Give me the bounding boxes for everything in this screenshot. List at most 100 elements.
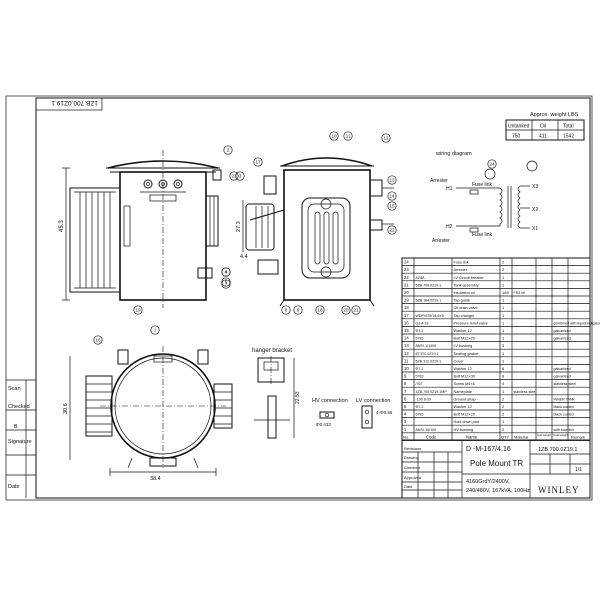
outer-border xyxy=(5,95,593,501)
bom-header-unit: Unit weight xyxy=(537,433,551,437)
bom-row-qty: 1 xyxy=(502,351,505,356)
balloon-label: 4 xyxy=(225,270,228,275)
strip-date: Date xyxy=(8,484,20,490)
bom-row-remark: INNER TANK xyxy=(554,397,576,401)
bom-row-name: Nameplate xyxy=(454,390,472,394)
bom-row-name: Insulation oil xyxy=(454,291,475,295)
bom-row-name: Washer 12 xyxy=(454,329,472,333)
balloon-circle xyxy=(281,305,291,315)
bom-row-no: 19 xyxy=(404,298,409,303)
wiring-fuse-2: Fuse link xyxy=(472,232,493,238)
wiring-h1: H1 xyxy=(446,186,453,192)
bom-row-name: HV bushing xyxy=(454,428,474,432)
balloon-circle xyxy=(387,175,397,185)
balloon-circle xyxy=(381,133,391,143)
bom-row-code: Φ7.2 xyxy=(416,405,424,409)
bom-row-name: Tap guide xyxy=(454,299,470,303)
dim-side-b: 4.4 xyxy=(240,254,248,260)
wiring-x2: X2 xyxy=(532,207,538,213)
weight-h-oil: Oil xyxy=(540,124,546,130)
bom-header-material: Material xyxy=(514,434,528,439)
balloon-label: 2 xyxy=(227,148,230,153)
drawing-number-box: 1ZB.700.0Z19.1 xyxy=(35,97,103,111)
dim-bracket: 22.53 xyxy=(295,391,301,404)
tb-sheet: 1/1 xyxy=(575,467,582,473)
front-view: 45.3 xyxy=(59,150,222,308)
bom-row-remark: galvanized xyxy=(554,375,571,379)
strip-signature: Signature xyxy=(8,439,32,445)
bom-row-no: 1 xyxy=(404,427,407,432)
balloon-label: 10 xyxy=(331,134,337,139)
drawing-number-rotated: 1ZB.700.0Z19.1 xyxy=(51,99,98,106)
balloon-circle xyxy=(387,191,397,201)
bom-row-remark: galvanized xyxy=(554,367,571,371)
tb-company: WINLEY xyxy=(538,485,580,495)
bom-row-code: 5783 xyxy=(416,375,424,379)
balloon-label: 6 xyxy=(225,270,228,275)
weight-v-total: 1542 xyxy=(563,134,574,140)
bom-row-qty: 1 xyxy=(502,275,505,280)
balloon-label: 20 xyxy=(343,308,349,313)
wiring-title: wiring diagram xyxy=(435,151,472,157)
bom-row-code: 5783 xyxy=(416,413,424,417)
tb-doc-number: 1ZB.700.0Z19.1 xyxy=(538,447,577,453)
balloon-label: 24 xyxy=(489,162,495,167)
dim-side-a: 27.3 xyxy=(236,221,242,232)
bom-row-qty: 1 xyxy=(502,282,505,287)
balloon-circle xyxy=(351,305,361,315)
bom-header-name: Name xyxy=(466,434,478,439)
tb-spec-1: 4160GrdY/2400V, xyxy=(466,479,510,485)
bom-row-code: /767 xyxy=(416,382,423,386)
bom-row-remark: stainless steel xyxy=(554,382,577,386)
bom-row-qty: 1 xyxy=(502,358,505,363)
balloon-label: 15 xyxy=(389,204,395,209)
title-block: Revisions Drawing Checked Approved Date … xyxy=(401,439,591,499)
weight-v-oil: 411 xyxy=(539,134,547,140)
strip-b: В xyxy=(14,424,18,430)
bom-row-qty: 2 xyxy=(502,404,505,409)
tb-left-revisions: Revisions xyxy=(404,446,421,451)
wiring-diagram: wiring diagram Arrester H1 Fuse link H2 … xyxy=(430,151,538,244)
balloon-circle xyxy=(387,225,397,235)
bom-row-name: Washer 12 xyxy=(454,405,472,409)
bom-row-no: 16 xyxy=(404,320,409,325)
balloon-label: 13 xyxy=(389,178,395,183)
bom-row-no: 10 xyxy=(404,366,409,371)
hanger-title: hanger bracket xyxy=(252,348,292,354)
bom-row-qty: 1 xyxy=(502,320,505,325)
bom-row-remark: black coated xyxy=(554,405,574,409)
wiring-arrester-2: Arrester xyxy=(432,238,450,244)
bom-row-no: 17 xyxy=(404,313,409,318)
balloon-circle xyxy=(343,131,353,141)
balloon-circle xyxy=(229,171,239,181)
bom-row-name: Bolt M12×20 xyxy=(454,413,475,417)
bom-row-code: 5ZB.312.0Z19.1 xyxy=(416,359,442,363)
bom-row-no: 11 xyxy=(404,358,409,363)
bom-row-code: Φ7.2 xyxy=(416,367,424,371)
bom-row-no: 20 xyxy=(404,290,409,295)
bom-row-name: Fuse link xyxy=(454,261,469,265)
tb-drawing-id: D -M-167/4.16 xyxy=(466,446,511,453)
bom-row-qty: 8 xyxy=(502,366,505,371)
wiring-x3: X3 xyxy=(532,184,538,190)
tb-left-checked: Checked xyxy=(404,465,420,470)
bom-row-no: 9 xyxy=(404,374,407,379)
bom-row-name: LV Circuit breaker xyxy=(454,276,485,280)
bom-row-no: 5 xyxy=(404,404,407,409)
balloon-circle xyxy=(221,277,231,287)
bom-row-no: 14 xyxy=(404,336,409,341)
hanger-bracket-detail: hanger bracket 22.53 xyxy=(252,348,301,439)
wiring-h2: H2 xyxy=(446,224,453,230)
balloon-circle xyxy=(235,171,245,181)
balloon-label: 1 xyxy=(154,328,157,333)
bom-row-material: FR3 oil xyxy=(514,291,526,295)
bom-row-qty: 1 xyxy=(502,298,505,303)
balloon-circle xyxy=(329,131,339,141)
balloon-label: 16 xyxy=(95,338,101,343)
bom-row-name: Cover xyxy=(454,359,465,363)
balloon-label: 17 xyxy=(255,160,261,165)
balloon-label: 11 xyxy=(346,134,351,139)
bom-row-code: 5ZB.184.0Z19.1 xyxy=(416,299,442,303)
